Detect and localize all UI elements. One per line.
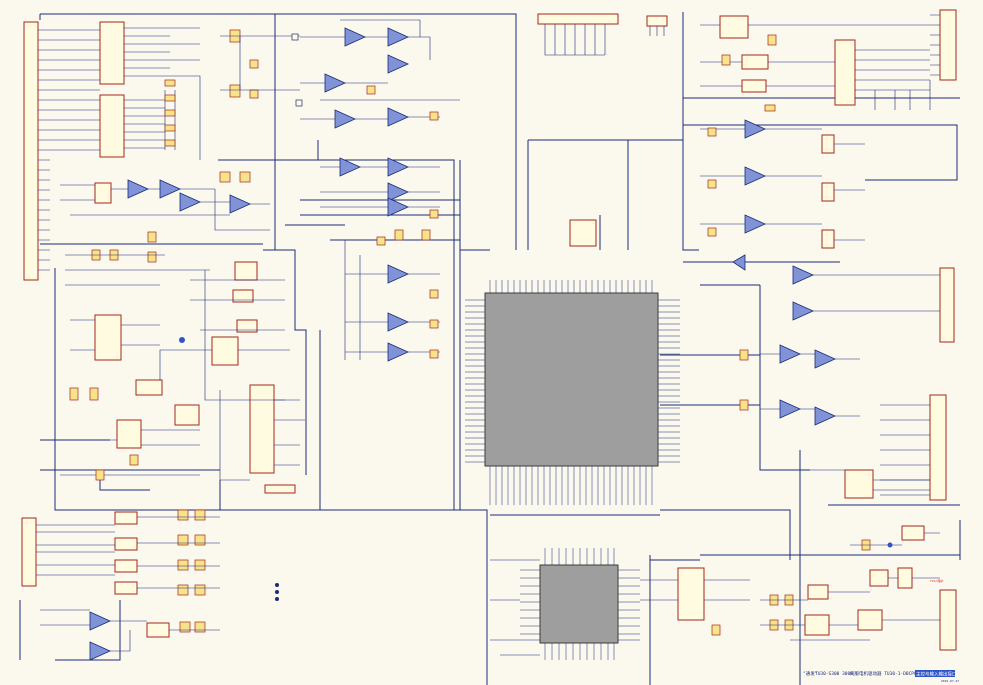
right-top-circuits xyxy=(700,15,931,112)
left-power-section xyxy=(60,261,305,494)
bottom-left-input-section xyxy=(21,509,279,661)
left-logic-ics xyxy=(99,21,201,160)
title-model: TU30-S300 300W xyxy=(815,671,853,677)
wire-network xyxy=(19,12,961,685)
right-opamp-cluster xyxy=(700,119,955,426)
left-connector-header xyxy=(23,21,100,281)
right-lower-circuits: TVS/保护 xyxy=(760,394,957,651)
top-connectors xyxy=(537,9,957,81)
title-highlight-box xyxy=(915,670,955,677)
title-block: "通发" TU30-S300 300W 伺服电机驱动器 TU30-1-DBCPU… xyxy=(803,670,959,683)
svg-text:TVS/保护: TVS/保护 xyxy=(930,578,943,583)
title-board: 伺服电机驱动器 TU30-1-DBCPU-V1.6 xyxy=(850,670,931,677)
secondary-mcu-chip xyxy=(490,548,750,660)
left-opamp-section xyxy=(60,171,270,286)
title-date: 2019.07.27 xyxy=(941,679,959,683)
title-highlight: 主控与输入输出接口 xyxy=(916,671,957,678)
top-opamp-cluster xyxy=(220,19,460,129)
title-prefix: "通发" xyxy=(803,670,817,677)
middle-opamp-cluster xyxy=(320,157,440,362)
main-mcu-chip xyxy=(465,219,680,505)
